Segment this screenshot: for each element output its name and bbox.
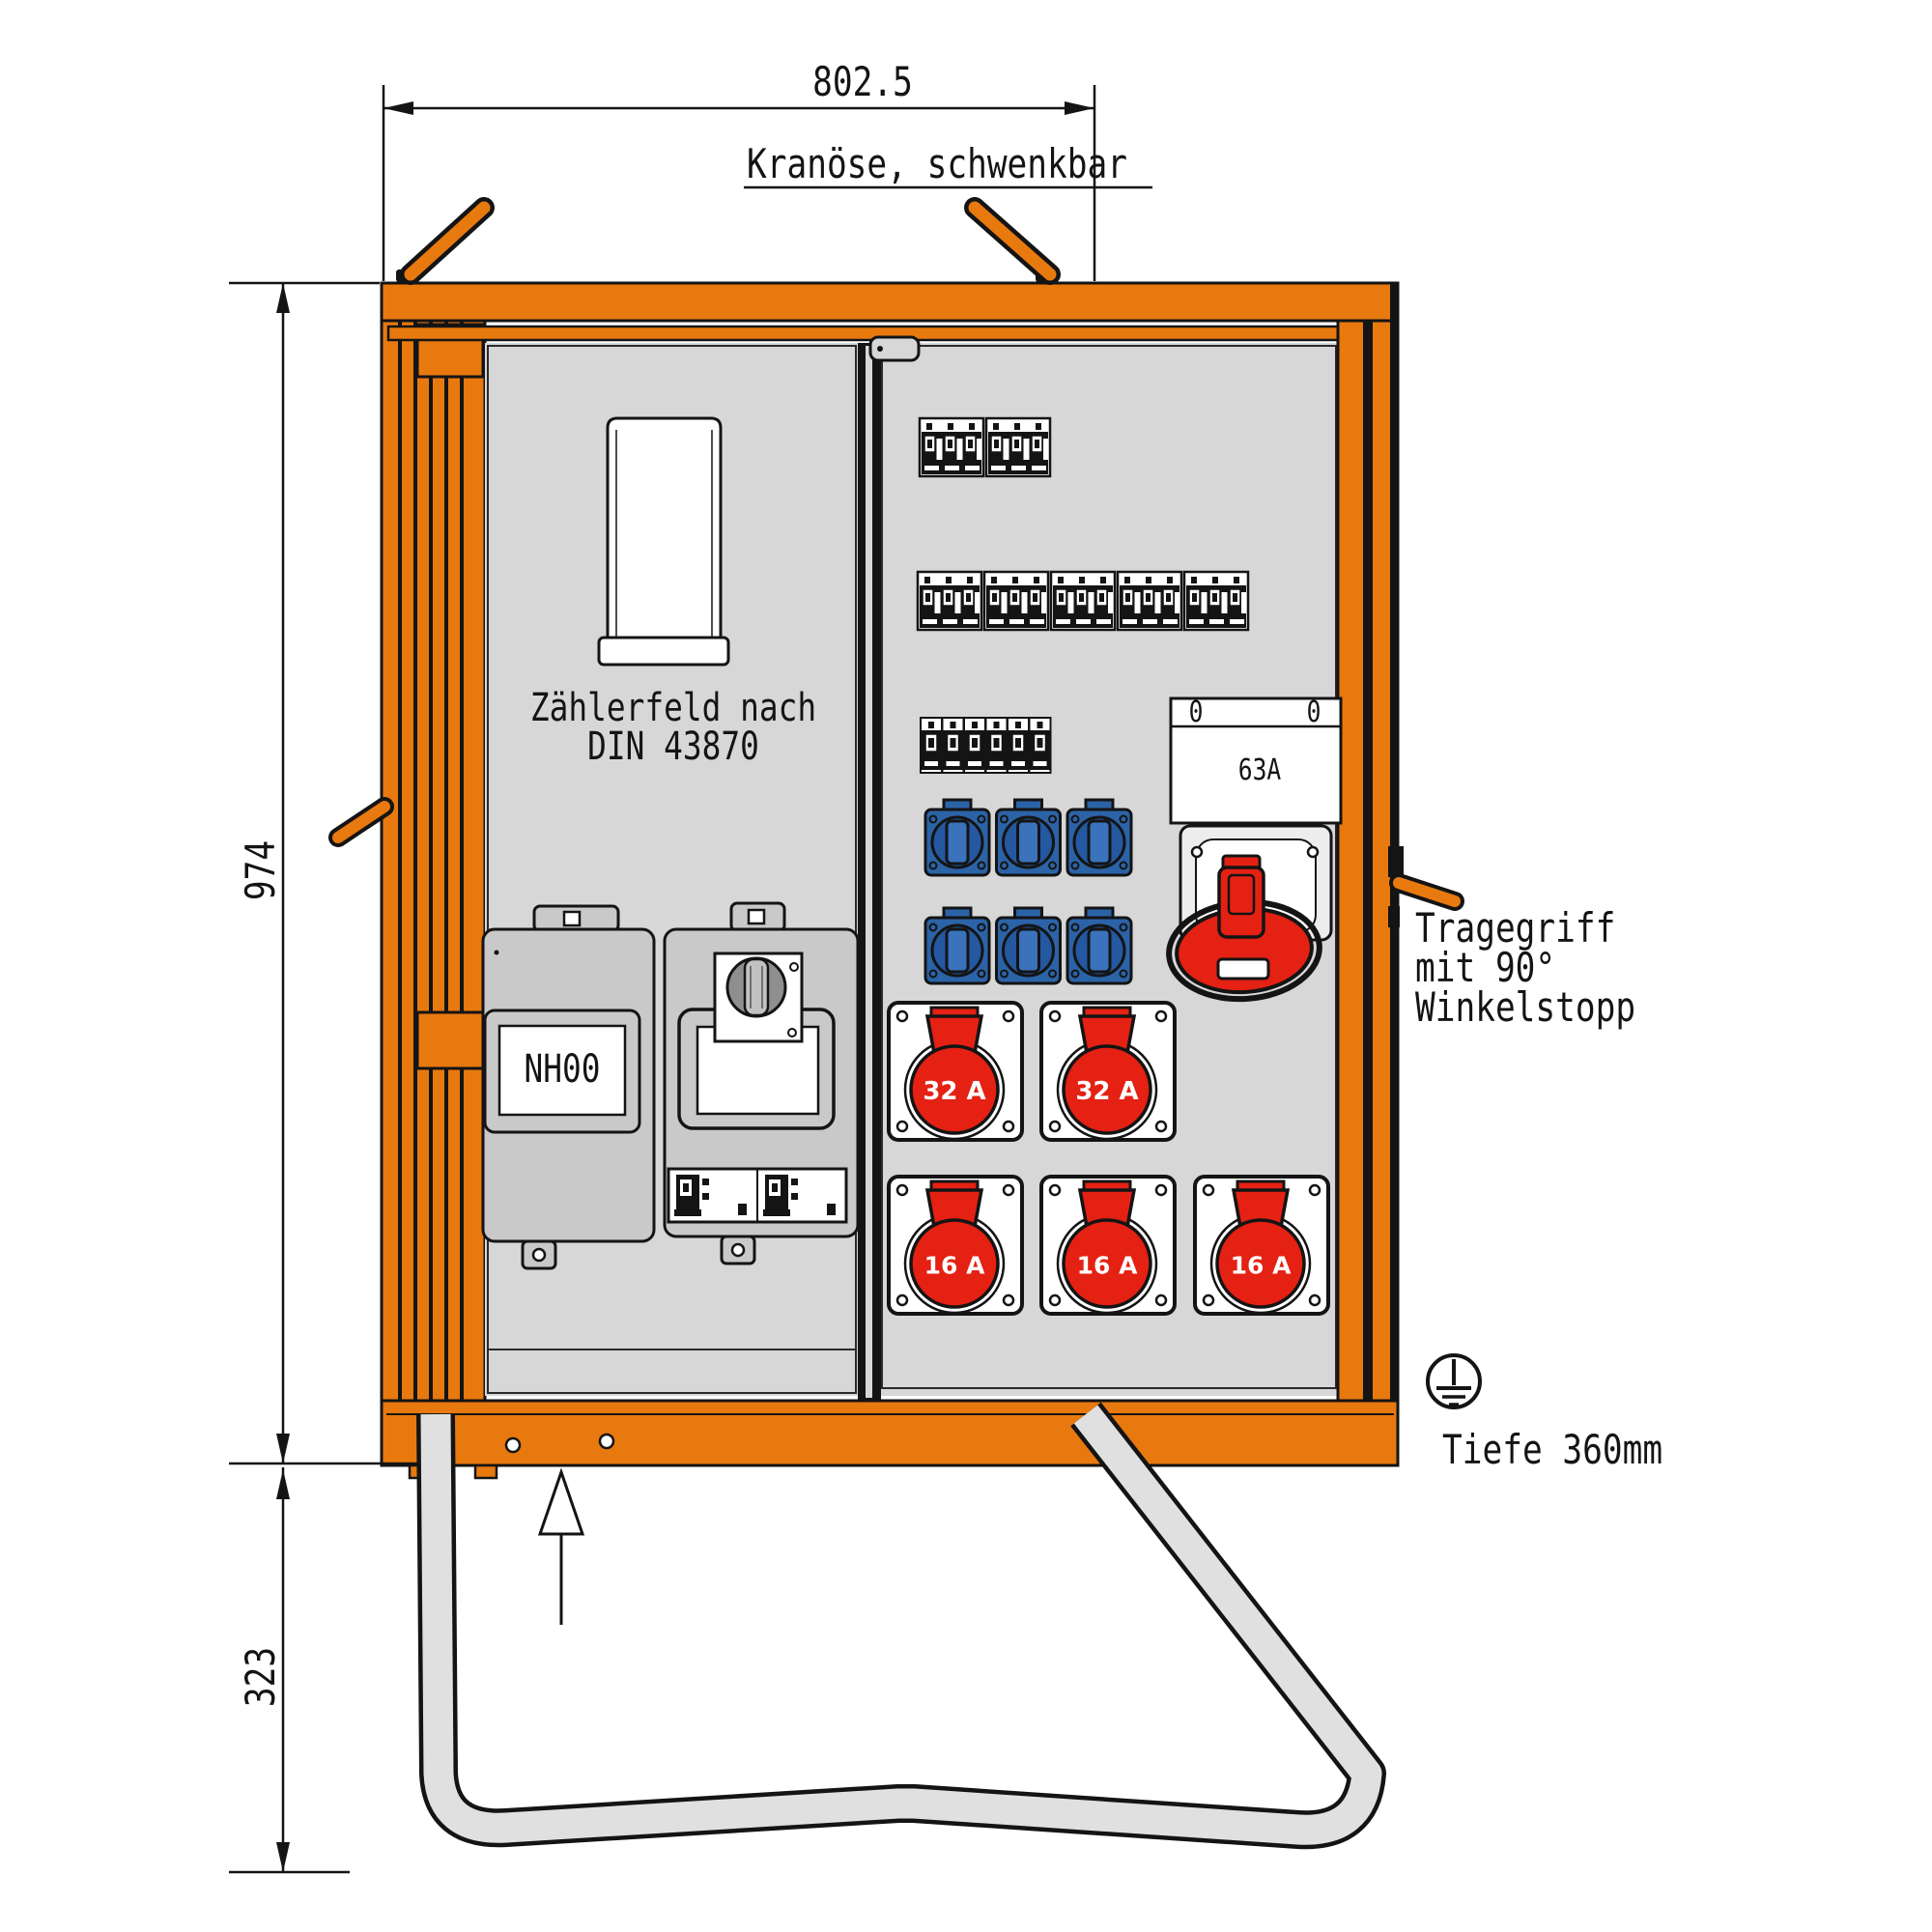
cee-16a-sockets	[887, 1175, 1330, 1316]
meter-window	[597, 416, 730, 667]
nh00-label: NH00	[524, 1047, 601, 1092]
carry-handle-label-line2: mit 90°	[1415, 944, 1556, 991]
height-dimension-value: 974	[237, 839, 284, 901]
cable-entry-arrow	[537, 1467, 585, 1625]
cee-32a-label-2: 32 A	[1075, 1077, 1139, 1106]
main-switch-module	[663, 901, 860, 1265]
nh00-fuse-module	[481, 904, 656, 1270]
stand-dimension	[229, 1467, 350, 1874]
cee-32a-label-1: 32 A	[923, 1077, 986, 1106]
cee-16a-label-1: 16 A	[923, 1251, 985, 1280]
mounting-hole	[598, 1433, 615, 1450]
breaker-row-2	[916, 570, 1250, 632]
carry-handle-left	[328, 797, 394, 847]
cee-63a-socket	[1166, 824, 1333, 1003]
depth-note: Tiefe 360mm	[1442, 1426, 1663, 1473]
left-door-hinge	[380, 319, 487, 1403]
main-switch-63a-box	[1169, 696, 1343, 825]
panel-divider	[858, 335, 921, 1401]
crane-eye-right	[964, 197, 1061, 285]
handle-bracket-top	[1388, 846, 1404, 877]
foot-tab	[473, 1463, 498, 1480]
switch-zero-left: 0	[1188, 696, 1204, 729]
cee-16a-label-3: 16 A	[1230, 1251, 1292, 1280]
breaker-row-3	[920, 717, 1052, 774]
width-dimension	[382, 85, 1096, 281]
switch-zero-right: 0	[1306, 696, 1321, 729]
crane-eye-left	[396, 197, 495, 285]
height-dimension	[229, 281, 420, 1465]
width-dimension-value: 802.5	[812, 58, 913, 105]
distribution-panel	[887, 416, 1343, 1316]
handle-bracket-bottom	[1388, 906, 1400, 927]
meter-panel	[481, 416, 860, 1270]
aux-breaker-strip	[667, 1167, 848, 1224]
meter-field-label-line1: Zählerfeld nach	[529, 686, 817, 730]
carry-handle-label-line3: Winkelstopp	[1415, 983, 1636, 1031]
carry-handle-right	[1389, 873, 1464, 911]
crane-label: Kranöse, schwenkbar	[747, 140, 1127, 187]
hinge-knuckle-mid	[415, 1010, 485, 1070]
mounting-hole	[504, 1436, 522, 1454]
meter-panel-outline	[487, 345, 857, 1394]
ground-symbol	[1426, 1353, 1482, 1409]
cee-16a-label-2: 16 A	[1076, 1251, 1138, 1280]
main-switch-63a-label: 63A	[1237, 753, 1282, 787]
carry-handle-label-line1: Tragegriff	[1415, 904, 1616, 952]
right-door-edge	[1336, 283, 1404, 1408]
stand-frame	[416, 1402, 1386, 1850]
cabinet-bottom-bar	[380, 1399, 1400, 1480]
distribution-panel-outline	[881, 345, 1337, 1389]
meter-field-label-line2: DIN 43870	[587, 724, 759, 769]
stand-dimension-value: 323	[237, 1646, 284, 1708]
cabinet-top-bar	[380, 281, 1400, 323]
